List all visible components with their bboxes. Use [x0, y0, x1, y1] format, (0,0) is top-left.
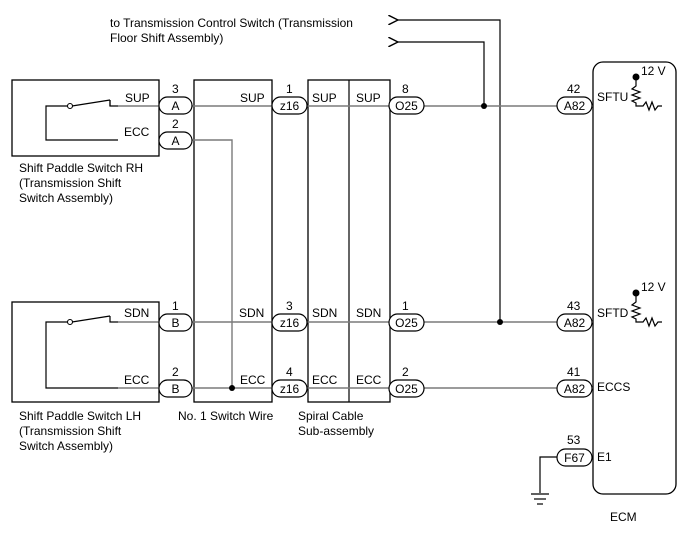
ecm-eccs-label: ECCS	[597, 380, 630, 394]
pin-a82-sftd: 43	[567, 299, 581, 313]
pin-o25-sup: 8	[402, 82, 409, 96]
pin-a82-sftu: 42	[567, 82, 581, 96]
connector-a-ecc-label: A	[171, 134, 179, 148]
connector-a82-sftu-label: A82	[564, 99, 586, 113]
connector-b-ecc: B	[158, 379, 193, 398]
pin-a82-eccs: 41	[567, 365, 581, 379]
wire-sup-label: SUP	[240, 91, 265, 105]
connector-a82-sftd-label: A82	[564, 316, 586, 330]
connector-a82-eccs-label: A82	[564, 382, 586, 396]
spiral-right-ecc-label: ECC	[356, 373, 382, 387]
no1-switch-wire-box	[193, 79, 273, 403]
connector-z16-ecc-label: z16	[280, 382, 300, 396]
spiral-right-sdn-label: SDN	[356, 306, 381, 320]
connector-z16-ecc: z16	[271, 379, 308, 398]
connector-a82-sftd: A82	[556, 313, 593, 332]
connector-z16-sdn-label: z16	[280, 316, 300, 330]
wire-ecc-rh-jumper	[159, 139, 233, 388]
connector-b-sdn: B	[158, 313, 193, 332]
spiral-left-sdn-label: SDN	[312, 306, 337, 320]
connector-f67-e1: F67	[556, 448, 593, 467]
pin-f67-e1: 53	[567, 433, 581, 447]
junction-ecc	[229, 385, 235, 391]
pin-z16-sdn: 3	[286, 299, 293, 313]
rh-name-line1: Shift Paddle Switch RH	[19, 161, 143, 175]
connector-o25-sup-label: O25	[395, 99, 418, 113]
connector-z16-sup-label: z16	[280, 99, 300, 113]
pin-rh-ecc: 2	[172, 117, 179, 131]
shift-paddle-switch-lh-box	[11, 301, 160, 403]
connector-o25-sdn: O25	[388, 313, 425, 332]
pin-o25-ecc: 2	[402, 365, 409, 379]
connector-a82-sftu: A82	[556, 96, 593, 115]
lh-sdn-label: SDN	[124, 306, 149, 320]
wire-sdn-label: SDN	[239, 306, 264, 320]
connector-z16-sup: z16	[271, 96, 308, 115]
shift-paddle-switch-rh-box	[11, 79, 160, 157]
lh-name-line1: Shift Paddle Switch LH	[19, 409, 141, 423]
lh-ecc-label: ECC	[124, 373, 150, 387]
ecm-box	[592, 61, 677, 495]
spiral-name-line2: Sub-assembly	[298, 424, 374, 438]
pullup-sftu	[630, 73, 662, 112]
ecm-sftd-label: SFTD	[597, 306, 629, 320]
pin-lh-ecc: 2	[172, 365, 179, 379]
branch-sdn-to-transmission-control-switch	[398, 20, 501, 322]
connector-o25-sdn-label: O25	[395, 316, 418, 330]
switch-wire-name: No. 1 Switch Wire	[178, 409, 274, 423]
connector-z16-sdn: z16	[271, 313, 308, 332]
connector-b-sdn-label: B	[171, 316, 179, 330]
connector-a82-eccs: A82	[556, 379, 593, 398]
junction-sup	[481, 103, 487, 109]
top-note-line2: Floor Shift Assembly)	[110, 31, 223, 45]
spiral-right-sup-label: SUP	[356, 91, 381, 105]
lh-name-line3: Switch Assembly)	[19, 439, 113, 453]
connector-o25-sup: O25	[388, 96, 425, 115]
branch-sup-to-transmission-control-switch	[398, 42, 485, 106]
pin-lh-sdn: 1	[172, 299, 179, 313]
top-note: to Transmission Control Switch (Transmis…	[110, 16, 353, 45]
rh-sup-label: SUP	[125, 91, 150, 105]
connector-o25-ecc-label: O25	[395, 382, 418, 396]
pin-z16-sup: 1	[286, 82, 293, 96]
connector-o25-ecc: O25	[388, 379, 425, 398]
lh-name-line2: (Transmission Shift	[19, 424, 122, 438]
connector-b-ecc-label: B	[171, 382, 179, 396]
ecm-sftu-label: SFTU	[597, 90, 628, 104]
pin-z16-ecc: 4	[286, 365, 293, 379]
wire-ecc-label: ECC	[240, 373, 266, 387]
rh-name-line3: Switch Assembly)	[19, 191, 113, 205]
spiral-left-sup-label: SUP	[312, 91, 337, 105]
connector-a-sup-label: A	[171, 99, 179, 113]
ecm-e1-label: E1	[597, 450, 612, 464]
rh-switch-symbol	[45, 99, 118, 141]
lh-switch-symbol	[45, 315, 118, 389]
pullup-sftd	[630, 289, 662, 328]
top-note-line1: to Transmission Control Switch (Transmis…	[110, 16, 353, 30]
ecm-name: ECM	[610, 510, 637, 524]
spiral-name-line1: Spiral Cable	[298, 409, 364, 423]
ecm-12v-lower: 12 V	[641, 280, 666, 294]
spiral-left-ecc-label: ECC	[312, 373, 338, 387]
connector-f67-e1-label: F67	[564, 451, 585, 465]
connector-a-sup: A	[158, 96, 193, 115]
rh-ecc-label: ECC	[124, 125, 150, 139]
junction-sdn	[497, 319, 503, 325]
rh-name-line2: (Transmission Shift	[19, 176, 122, 190]
pin-o25-sdn: 1	[402, 299, 409, 313]
ecm-12v-upper: 12 V	[641, 64, 666, 78]
connector-a-ecc: A	[158, 131, 193, 150]
pin-rh-sup: 3	[172, 82, 179, 96]
